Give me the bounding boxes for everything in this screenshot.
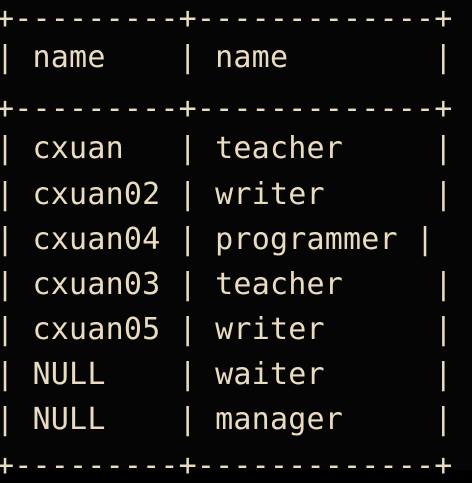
cell-name: cxuan04 [32, 222, 161, 257]
cell-name: cxuan03 [32, 267, 161, 302]
table-header-row: | name | name | [0, 43, 453, 73]
cell-role: teacher [215, 131, 343, 166]
cell-gap: | [160, 177, 216, 212]
border-line: +---------+-------------+ [0, 448, 453, 483]
cell-gap: | [123, 131, 216, 166]
cell-role: teacher [215, 267, 344, 302]
cell-name: cxuan02 [32, 177, 161, 212]
table-row: | cxuan02 | writer | [0, 180, 453, 210]
border-pipe: | [0, 402, 15, 437]
table-row: | cxuan | teacher | [0, 134, 453, 164]
cell-gap-end: | [324, 357, 453, 392]
table-border-top: +---------+-------------+ [0, 4, 453, 34]
cell-role: programmer [215, 222, 398, 257]
table-row: | NULL | manager | [0, 405, 453, 435]
cell-gap-end: | [397, 222, 435, 257]
cell-role: manager [215, 402, 343, 437]
cell-gap: | [105, 402, 216, 437]
table-row: | cxuan04 | programmer | [0, 225, 434, 255]
cell-role: writer [215, 177, 325, 212]
cell-name: cxuan05 [32, 312, 161, 347]
border-line: +---------+-------------+ [0, 1, 453, 36]
border-pipe: | [0, 222, 15, 257]
header-gap: | [105, 40, 216, 75]
table-row: | NULL | waiter | [0, 360, 453, 390]
cell-gap-end: | [343, 267, 453, 302]
border-pipe: | [0, 177, 15, 212]
cell-gap-end: | [343, 131, 453, 166]
header-gap-end: | [288, 40, 453, 75]
border-pipe: | [0, 40, 15, 75]
cell-gap-end: | [343, 402, 453, 437]
border-pipe: | [0, 312, 15, 347]
border-pipe: | [0, 131, 15, 166]
table-row: | cxuan03 | teacher | [0, 270, 453, 300]
cell-name: cxuan [32, 131, 124, 166]
border-pipe: | [0, 357, 15, 392]
cell-name: NULL [32, 357, 106, 392]
cell-gap: | [160, 222, 216, 257]
cell-gap: | [105, 357, 216, 392]
cell-role: waiter [215, 357, 325, 392]
cell-gap: | [160, 267, 216, 302]
cell-gap: | [160, 312, 216, 347]
border-line: +---------+-------------+ [0, 91, 453, 126]
cell-name: NULL [32, 402, 106, 437]
border-pipe: | [0, 267, 15, 302]
header-col-name-1: name [32, 40, 106, 75]
header-col-name-2: name [215, 40, 289, 75]
table-row: | cxuan05 | writer | [0, 315, 453, 345]
cell-role: writer [215, 312, 325, 347]
table-border-mid: +---------+-------------+ [0, 94, 453, 124]
cell-gap-end: | [324, 177, 453, 212]
table-border-bottom: +---------+-------------+ [0, 451, 453, 481]
terminal-output: +---------+-------------+ | name | name … [0, 3, 453, 481]
cell-gap-end: | [324, 312, 453, 347]
